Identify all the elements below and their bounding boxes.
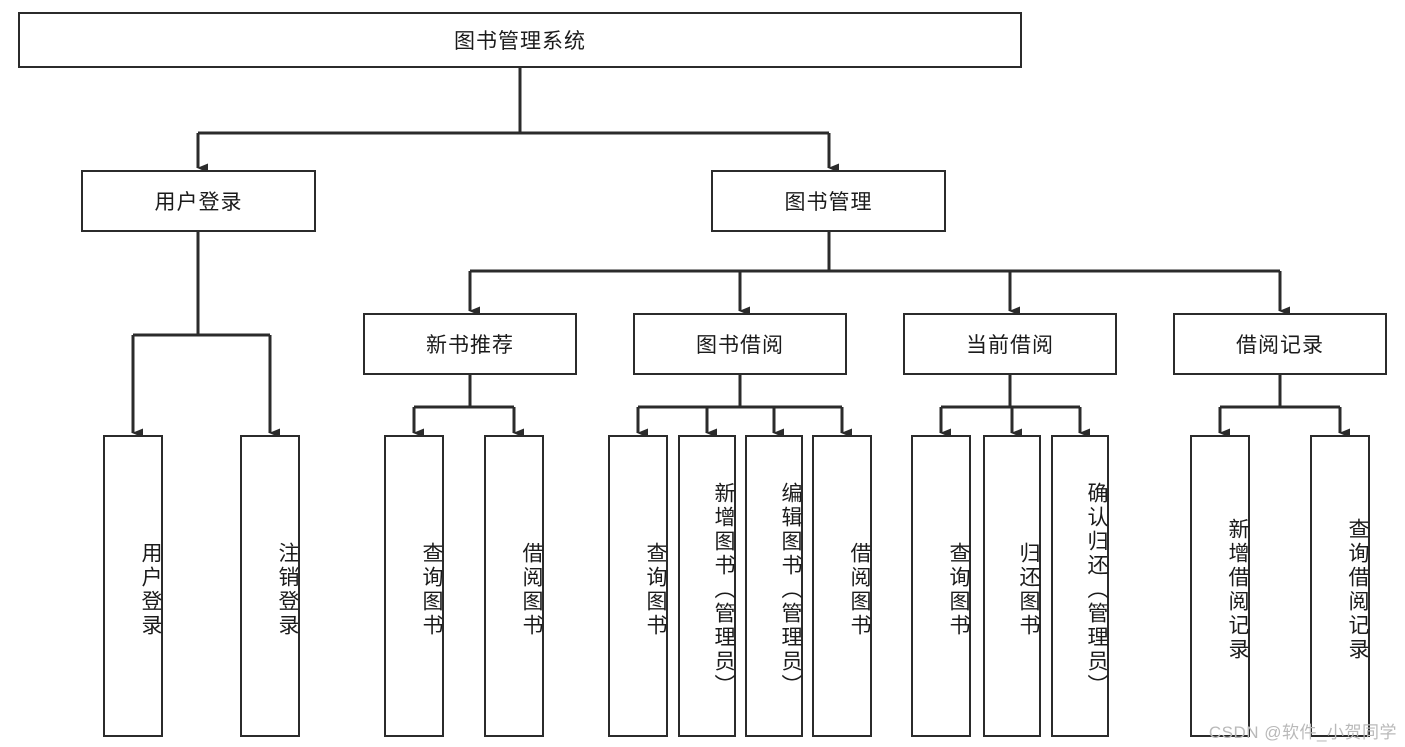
node-leaf-5[interactable]: 新增图书（管理员） — [678, 435, 736, 737]
node-leaf-2[interactable]: 查询图书 — [384, 435, 444, 737]
node-leaf-8[interactable]: 查询图书 — [911, 435, 971, 737]
node-label: 查询借阅记录 — [1346, 518, 1369, 662]
node-label: 图书管理系统 — [454, 30, 586, 53]
node-leaf-12[interactable]: 查询借阅记录 — [1310, 435, 1370, 737]
node-label: 新增图书（管理员） — [712, 482, 735, 698]
node-label: 查询图书 — [644, 542, 667, 638]
node-label: 新书推荐 — [426, 334, 514, 357]
node-level2-1[interactable]: 图书管理 — [711, 170, 946, 232]
node-level2-0[interactable]: 用户登录 — [81, 170, 316, 232]
node-root[interactable]: 图书管理系统 — [18, 12, 1022, 68]
node-label: 图书管理 — [784, 191, 873, 214]
node-label: 借阅图书 — [520, 542, 543, 638]
connector-lines — [131, 68, 1350, 438]
node-label: 图书借阅 — [696, 334, 784, 357]
node-leaf-11[interactable]: 新增借阅记录 — [1190, 435, 1250, 737]
node-level3-0[interactable]: 新书推荐 — [363, 313, 577, 375]
node-leaf-0[interactable]: 用户登录 — [103, 435, 163, 737]
node-leaf-7[interactable]: 借阅图书 — [812, 435, 872, 737]
node-label: 用户登录 — [139, 542, 162, 638]
node-level3-1[interactable]: 图书借阅 — [633, 313, 847, 375]
node-leaf-1[interactable]: 注销登录 — [240, 435, 300, 737]
node-leaf-3[interactable]: 借阅图书 — [484, 435, 544, 737]
node-leaf-4[interactable]: 查询图书 — [608, 435, 668, 737]
node-label: 确认归还（管理员） — [1085, 482, 1108, 698]
node-leaf-9[interactable]: 归还图书 — [983, 435, 1041, 737]
node-label: 归还图书 — [1017, 542, 1040, 638]
node-level3-2[interactable]: 当前借阅 — [903, 313, 1117, 375]
node-label: 编辑图书（管理员） — [779, 482, 802, 698]
node-leaf-10[interactable]: 确认归还（管理员） — [1051, 435, 1109, 737]
node-label: 用户登录 — [154, 191, 243, 214]
node-label: 查询图书 — [947, 542, 970, 638]
node-label: 查询图书 — [420, 542, 443, 638]
node-label: 当前借阅 — [966, 334, 1054, 357]
node-label: 注销登录 — [276, 542, 299, 638]
node-leaf-6[interactable]: 编辑图书（管理员） — [745, 435, 803, 737]
node-level3-3[interactable]: 借阅记录 — [1173, 313, 1387, 375]
node-label: 新增借阅记录 — [1226, 518, 1249, 662]
watermark: CSDN @软件_小贺同学 — [1208, 723, 1397, 742]
node-label: 借阅图书 — [848, 542, 871, 638]
node-label: 借阅记录 — [1236, 334, 1324, 357]
